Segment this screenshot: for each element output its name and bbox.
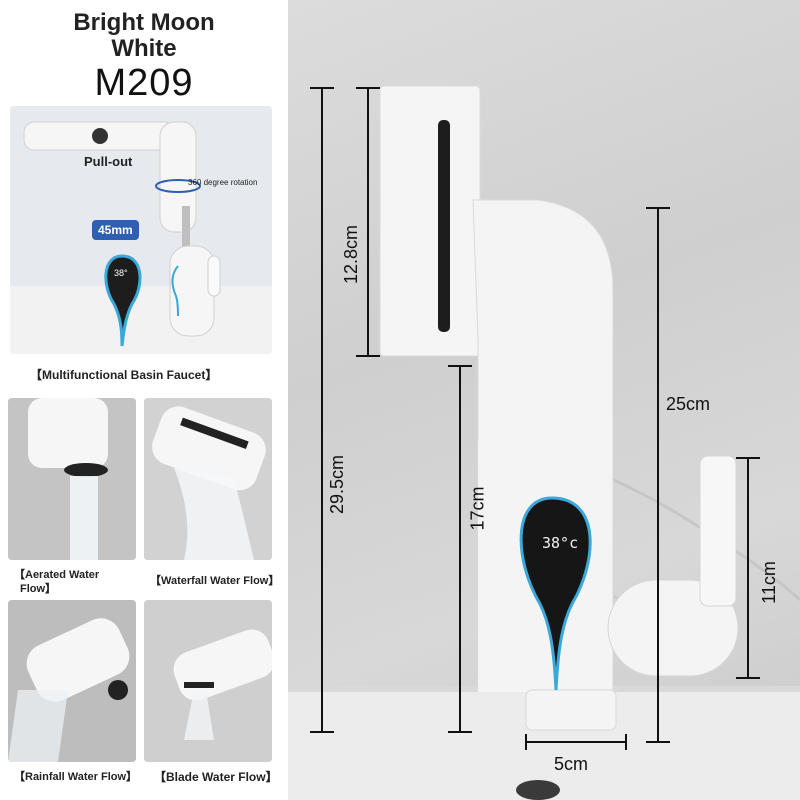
product-title-line1: Bright Moon [73, 9, 215, 36]
hero-display-reading: 38° [114, 268, 128, 278]
pullout-label: Pull-out [84, 154, 133, 169]
faucet-dimension-illustration [288, 85, 800, 800]
waterfall-flow-illustration [144, 398, 272, 560]
spout-height-label: 12.8cm [341, 224, 362, 285]
hero-faucet-illustration [10, 106, 272, 354]
rainfall-flow-illustration [8, 600, 136, 762]
base-width-label: 5cm [554, 754, 589, 774]
mode-caption-waterfall: 【Waterfall Water Flow】 [150, 575, 280, 587]
product-info-column: Bright Moon White M209 Pull-out 360 degr… [0, 0, 288, 800]
mode-panel-aerated [8, 398, 136, 560]
dimension-lines [310, 87, 760, 750]
reach-label: 25cm [666, 394, 711, 414]
height-badge: 45mm [92, 220, 139, 240]
mode-caption-rainfall: 【Rainfall Water Flow】 [14, 771, 138, 783]
blade-flow-illustration [144, 600, 272, 762]
model-number: M209 [94, 62, 194, 104]
handle-height-label: 11cm [758, 561, 779, 604]
product-title-line2: White [111, 35, 177, 62]
mode-panel-blade [144, 600, 272, 762]
body-height-label: 17cm [467, 486, 488, 531]
mode-caption-aerated-2: Flow】 [20, 583, 57, 595]
rotation-label: 360 degree rotation [188, 178, 258, 187]
mode-panel-rainfall [8, 600, 136, 762]
hero-caption: 【Multifunctional Basin Faucet】 [30, 368, 218, 382]
hero-panel: Pull-out 360 degree rotation 45mm 38° [10, 106, 272, 354]
aerated-flow-illustration [8, 398, 136, 560]
display-temperature: 38°c [542, 534, 579, 552]
mode-caption-blade: 【Blade Water Flow】 [154, 770, 278, 784]
mode-caption-aerated-1: 【Aerated Water [14, 569, 100, 581]
mode-panel-waterfall [144, 398, 272, 560]
dimension-drawing: 12.8cm 29.5cm 17cm 25cm 11cm 5cm 38°c [288, 0, 800, 800]
total-height-label: 29.5cm [327, 454, 348, 515]
